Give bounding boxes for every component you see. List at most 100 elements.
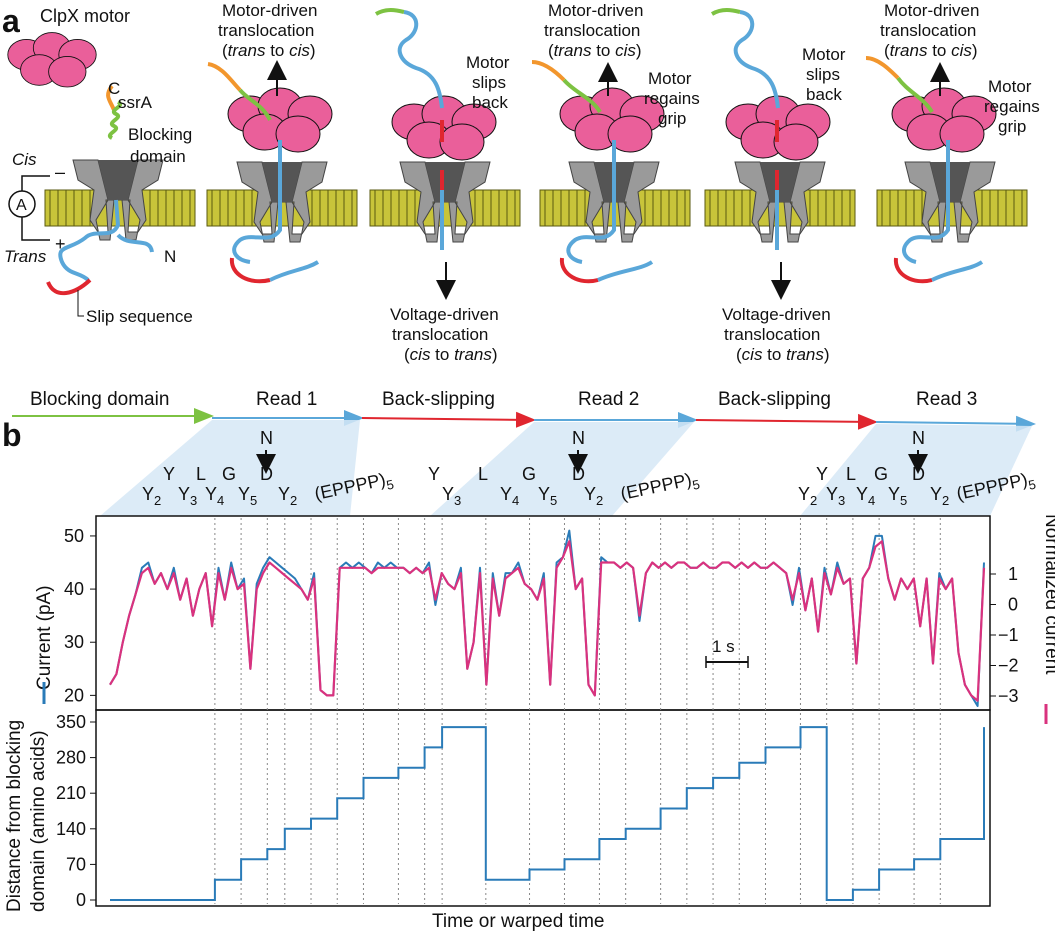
voltage-driven-2-line1: Voltage-driven: [722, 305, 831, 324]
cis-label: Cis: [12, 150, 37, 169]
current-series: [109, 529, 986, 707]
current-tick-label-0: 20: [64, 685, 84, 705]
res1-y4: Y4: [205, 484, 224, 508]
minus-label: –: [55, 162, 65, 182]
motor-driven-3-line1: Motor-driven: [884, 1, 979, 20]
distance-tick-label-1: 70: [66, 854, 86, 874]
normalized-tick-label-2: −1: [998, 625, 1019, 645]
regains-1-line3: grip: [658, 109, 686, 128]
res1-d: D: [260, 464, 273, 484]
current-tick-label-1: 30: [64, 632, 84, 652]
step-regains-grip-1: Motor-driven translocation (trans to cis…: [531, 1, 700, 284]
res2-y4: Y4: [500, 484, 519, 508]
res1-l: L: [196, 464, 206, 484]
distance-line: [110, 726, 985, 901]
res1-y2b: Y2: [278, 484, 297, 508]
voltage-driven-2-line3: (cis to trans): [736, 345, 830, 364]
normalized-tick-label-0: 1: [1008, 564, 1018, 584]
slip-sequence-label: Slip sequence: [86, 307, 193, 326]
current-ticks: 20 30 40 50: [64, 526, 96, 705]
res3-y2b: Y2: [930, 484, 949, 508]
motor-driven-2-line1: Motor-driven: [548, 1, 643, 20]
motor-driven-1-line1: Motor-driven: [222, 1, 317, 20]
panel-a-label: a: [2, 3, 20, 39]
step-regains-grip-2: Motor-driven translocation (trans to cis…: [865, 1, 1040, 284]
motor-driven-2-line3: (trans to cis): [548, 41, 642, 60]
distance-ylabel: Distance from blocking: [4, 720, 25, 912]
phase-arrow-slip2: [695, 413, 878, 430]
res1-g: G: [222, 464, 236, 484]
slips-2-line1: Motor: [802, 45, 846, 64]
voltage-driven-1-line3: (cis to trans): [404, 345, 498, 364]
normalized-ylabel: Normalized current: [1041, 514, 1055, 675]
blocking-domain-label-2: domain: [130, 147, 186, 166]
res3-d: D: [912, 464, 925, 484]
phase-arrow-slip1: [361, 411, 536, 428]
regains-2-line3: grip: [998, 117, 1026, 136]
current-tick-label-3: 50: [64, 526, 84, 546]
motor-driven-1-line3: (trans to cis): [222, 41, 316, 60]
distance-plot-frame: [95, 709, 991, 907]
motor-driven-3-line3: (trans to cis): [884, 41, 978, 60]
voltage-driven-2-line2: translocation: [724, 325, 820, 344]
res2-n: N: [572, 428, 585, 448]
read1-shading: [100, 420, 360, 516]
res2-l: L: [478, 464, 488, 484]
normalized-ticks: 1 0 −1 −2 −3: [990, 564, 1019, 706]
regains-2-line1: Motor: [988, 77, 1032, 96]
slips-1-line3: back: [472, 93, 508, 112]
slips-2-line2: slips: [806, 65, 840, 84]
ssra-label: ssrA: [118, 93, 153, 112]
n-terminus-label: N: [164, 247, 176, 266]
res3-g: G: [874, 464, 888, 484]
slips-2-line3: back: [806, 85, 842, 104]
voltage-driven-1-line1: Voltage-driven: [390, 305, 499, 324]
res1-n: N: [260, 428, 273, 448]
normalized-tick-label-4: −3: [998, 686, 1019, 706]
phase-label-read2: Read 2: [578, 389, 639, 410]
res2-y3: Y3: [442, 484, 461, 508]
step-motor-driven-1: Motor-driven translocation (trans to cis…: [206, 1, 358, 284]
read2-shading: [430, 422, 694, 516]
res3-y4: Y4: [856, 484, 875, 508]
initial-construct: C ssrA Blocking domain N Cis Trans – + A…: [4, 79, 196, 326]
res3-y3: Y: [816, 464, 828, 484]
res2-g: G: [522, 464, 536, 484]
distance-tick-label-0: 0: [76, 890, 86, 910]
res1-y3: Y: [163, 464, 175, 484]
regains-1-line2: regains: [644, 89, 700, 108]
time-xlabel: Time or warped time: [432, 911, 604, 931]
step-slips-back-1: Motor slips back Voltage-driven transloc…: [369, 8, 521, 364]
res1-y5: Y5: [238, 484, 257, 508]
phase-arrows: Blocking domain Read 1 Back-slipping Rea…: [12, 389, 1036, 432]
plus-label: +: [55, 234, 66, 254]
ammeter-label: A: [16, 197, 27, 214]
clpx-motor-label: ClpX motor: [40, 6, 130, 26]
phase-label-read1: Read 1: [256, 389, 317, 410]
slips-1-line1: Motor: [466, 53, 510, 72]
normalized-tick-label-1: 0: [1008, 595, 1018, 615]
normalized-tick-label-3: −2: [998, 656, 1019, 676]
res1-y3b: Y3: [178, 484, 197, 508]
phase-label-read3: Read 3: [916, 389, 977, 410]
res3-y5: Y5: [888, 484, 907, 508]
res2-y: Y: [428, 464, 440, 484]
regains-2-line2: regains: [984, 97, 1040, 116]
panel-b-label: b: [2, 417, 22, 453]
motor-driven-1-line2: translocation: [218, 21, 314, 40]
current-tick-label-2: 40: [64, 579, 84, 599]
normalized-current-line: [109, 540, 986, 702]
res2-d: D: [572, 464, 585, 484]
phase-arrow-read3: [875, 415, 1036, 432]
res3-l: L: [846, 464, 856, 484]
res3-y3b: Y3: [826, 484, 845, 508]
res1-y2a: Y2: [142, 484, 161, 508]
current-plot-frame: [95, 515, 991, 711]
phase-label-slip2: Back-slipping: [718, 389, 831, 410]
current-ylabel: Current (pA): [34, 585, 55, 690]
clpx-motor-icon: [7, 32, 97, 88]
res2-y5: Y5: [538, 484, 557, 508]
distance-tick-label-3: 210: [56, 783, 86, 803]
res2-y2: Y2: [584, 484, 603, 508]
